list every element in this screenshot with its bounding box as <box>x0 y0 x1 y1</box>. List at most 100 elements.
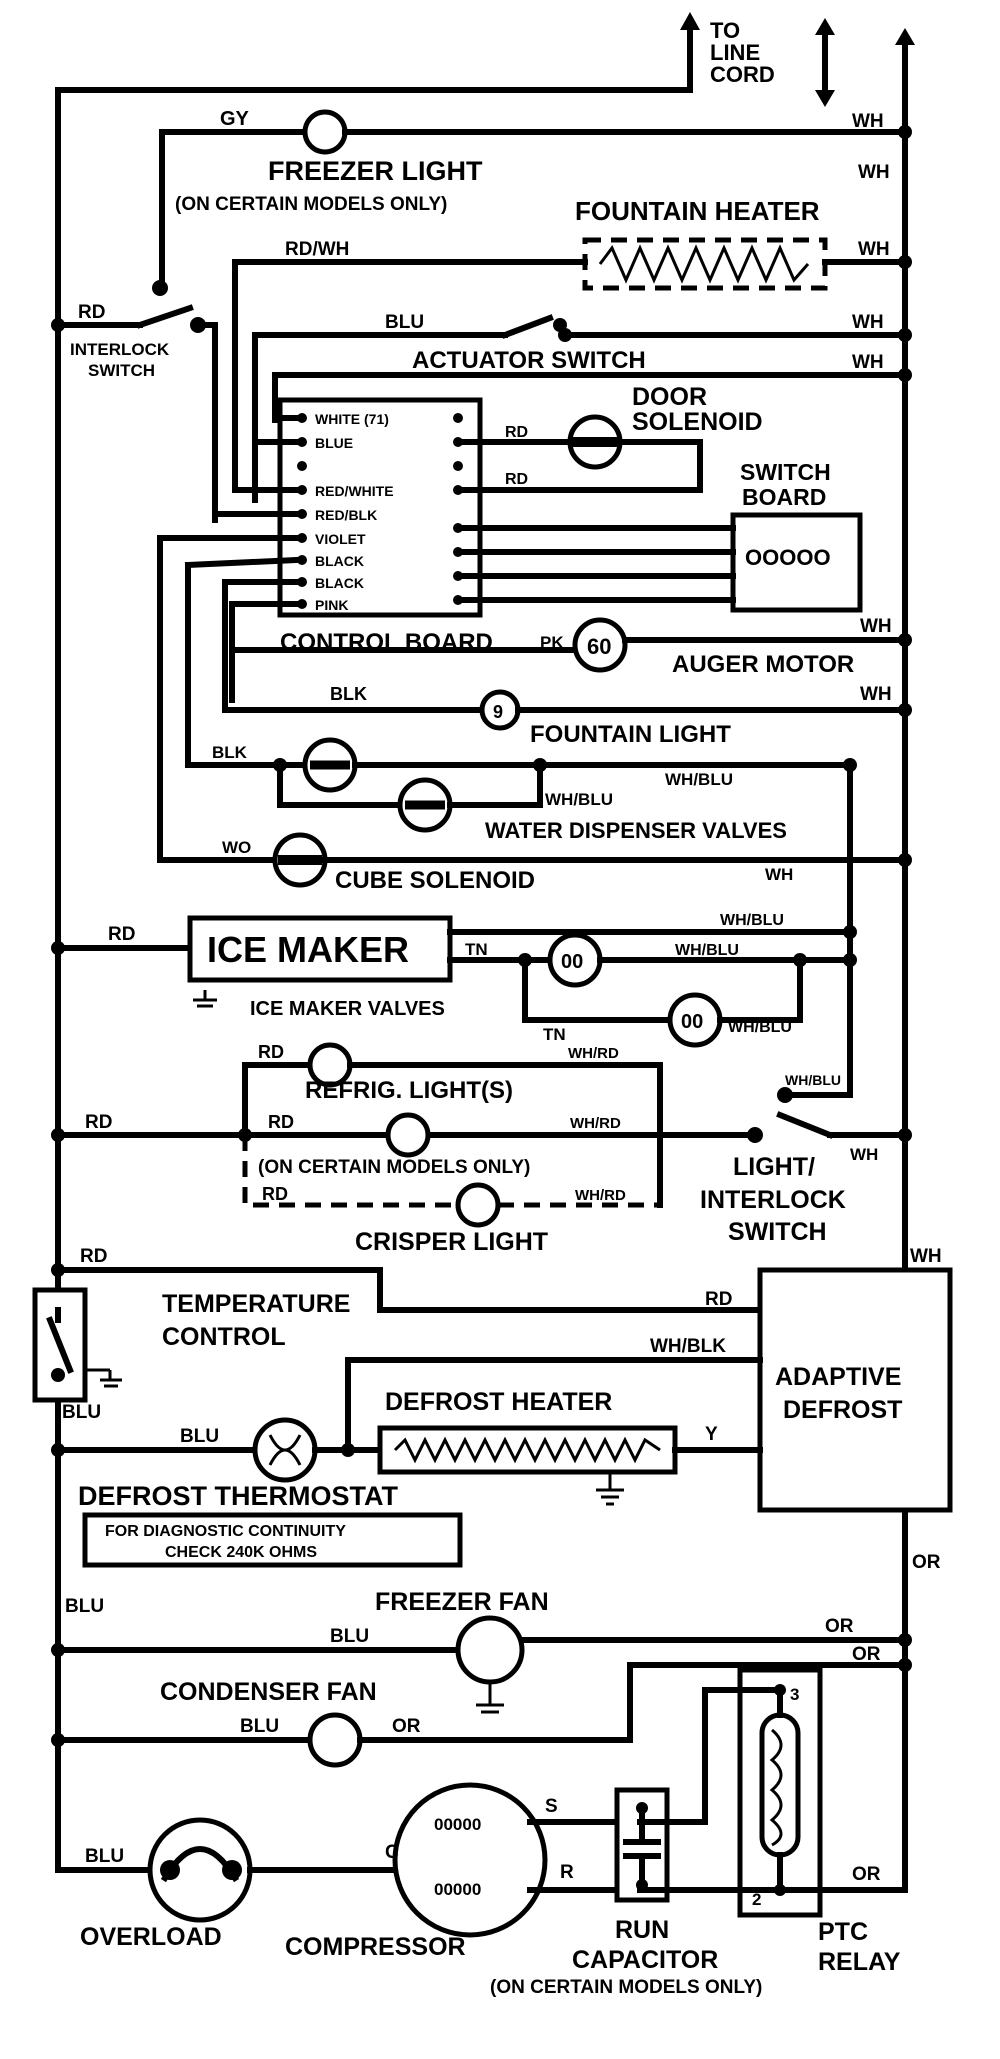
line-cord-label-3: CORD <box>710 62 775 87</box>
pin-label: RED/BLK <box>315 507 377 523</box>
door-solenoid-label-2: SOLENOID <box>632 408 763 436</box>
wire-label-or-2: OR <box>825 1616 854 1637</box>
refrig-light-1-whrd-wire <box>347 1062 663 1208</box>
wire-label-wo: WO <box>222 838 251 857</box>
actuator-switch-blade <box>501 314 554 339</box>
pin-dot <box>297 437 307 447</box>
crisper-light-label: CRISPER LIGHT <box>355 1228 548 1256</box>
freezer-fan-label: FREEZER FAN <box>375 1588 549 1616</box>
junction-dot <box>51 1643 65 1657</box>
freezer-light-bulb-icon <box>302 109 348 155</box>
wire-label-tn-1: TN <box>465 940 488 959</box>
interlock-to-board-wire <box>195 322 218 523</box>
defrost-thermostat-label: DEFROST THERMOSTAT <box>78 1481 398 1511</box>
fountain-light-label: FOUNTAIN LIGHT <box>530 721 731 748</box>
wire-label-blu-6: BLU <box>240 1716 279 1737</box>
junction-dot <box>843 758 857 772</box>
relay-3-to-s-wire <box>637 1687 783 1825</box>
junction-dot <box>273 758 287 772</box>
wire-label-rd-9: RD <box>80 1246 107 1267</box>
refrig-light-2-icon <box>385 1112 431 1158</box>
wire-label-wh-10: WH <box>910 1246 942 1267</box>
relay-pin-3: 3 <box>790 1685 799 1704</box>
wire-label-rd-7: RD <box>268 1112 294 1132</box>
pin-dot <box>297 555 307 565</box>
junction-dot <box>843 925 857 939</box>
defrost-heater-element-icon <box>393 1436 661 1464</box>
pin-label: RED/WHITE <box>315 483 394 499</box>
wire-label-wh-5: WH <box>852 352 884 373</box>
overload-terminal <box>222 1860 242 1880</box>
line-cord-arrow-icon <box>680 12 700 30</box>
pin-dot <box>453 413 463 423</box>
light-switch-blade <box>776 1111 834 1139</box>
freezer-fan-icon <box>455 1615 525 1685</box>
run-capacitor-label-1: RUN <box>615 1916 669 1944</box>
switch-board-label-1: SWITCH <box>740 459 831 485</box>
junction-dot <box>898 255 912 269</box>
wire-label-rd-5: RD <box>85 1112 112 1133</box>
wire-label-or-5: OR <box>852 1864 881 1885</box>
wire-label-rd-2: RD <box>505 424 528 441</box>
wire-label-gy: GY <box>220 108 250 130</box>
wire-label-whblu-4: WH/BLU <box>675 942 739 959</box>
pin-label: PINK <box>315 597 348 613</box>
wire-label-blu-4: BLU <box>65 1596 104 1617</box>
freezer-light-note: (ON CERTAIN MODELS ONLY) <box>175 194 447 215</box>
board-redblk-wire <box>212 511 299 523</box>
switch-board-box <box>730 512 863 613</box>
overload-blu-wire <box>55 1847 163 1873</box>
compressor-label: COMPRESSOR <box>285 1933 466 1961</box>
pin-dot <box>297 599 307 609</box>
valve-blk-wire <box>185 562 308 768</box>
condenser-fan-or-wire <box>357 1662 908 1743</box>
terminal-label-c: C <box>385 1842 399 1863</box>
blk-wire <box>222 617 483 713</box>
door-solenoid-wire-2 <box>455 439 703 493</box>
refrig-lights-note: (ON CERTAIN MODELS ONLY) <box>258 1157 530 1178</box>
wire-label-wh-2: WH <box>858 162 890 183</box>
capacitor-terminal <box>636 1802 648 1814</box>
junction-dot <box>898 853 912 867</box>
temperature-control-label-2: CONTROL <box>162 1323 286 1351</box>
switch-contact-dot <box>747 1127 763 1143</box>
line-cord-label-2: LINE <box>710 40 760 65</box>
neutral-arrow-icon <box>895 28 915 45</box>
wire-label-rd-1: RD <box>78 302 105 323</box>
relay-pin-2: 2 <box>752 1890 761 1909</box>
temp-switch-blade <box>46 1316 74 1374</box>
junction-dot <box>898 368 912 382</box>
fountain-heater-box <box>582 237 828 291</box>
light-interlock-label-2: INTERLOCK <box>700 1186 846 1214</box>
crisper-light-icon <box>455 1182 501 1228</box>
junction-dot <box>533 758 547 772</box>
wire-label-blu-2: BLU <box>62 1402 101 1423</box>
wire-label-wh-4: WH <box>852 312 884 333</box>
door-solenoid-label-1: DOOR <box>632 383 707 411</box>
compressor-winding-2: 00000 <box>434 1880 481 1899</box>
wire-label-blu-1: BLU <box>385 312 424 333</box>
temperature-control-label-1: TEMPERATURE <box>162 1290 350 1318</box>
wire-label-wh-9: WH <box>850 1145 878 1164</box>
board-redwhite-wire <box>232 472 299 493</box>
interlock-switch-blade <box>136 304 194 329</box>
pin-dot <box>297 533 307 543</box>
wire-label-wh-1: WH <box>852 111 884 132</box>
junction-dot <box>51 318 65 332</box>
switch-contact-dot <box>777 1087 793 1103</box>
ice-valve-2-out-wire <box>717 957 803 1023</box>
gy-wire <box>159 129 308 293</box>
refrig-lights-label: REFRIG. LIGHT(S) <box>305 1077 513 1104</box>
board-violet-wire <box>157 535 299 863</box>
water-valve-2-wire-out <box>447 762 543 808</box>
fountain-light-mark: 9 <box>493 702 503 722</box>
ptc-coil-icon <box>769 1728 783 1847</box>
fountain-heater-element-icon <box>598 244 810 284</box>
junction-dot <box>51 1128 65 1142</box>
wire-label-or-1: OR <box>912 1552 941 1573</box>
ptc-relay-label-2: RELAY <box>818 1948 901 1976</box>
wire-label-whblu-6: WH/BLU <box>785 1072 841 1088</box>
ice-valve-2-mark: 00 <box>681 1011 703 1033</box>
wire-label-whblk: WH/BLK <box>650 1336 726 1357</box>
junction-dot <box>51 1443 65 1457</box>
